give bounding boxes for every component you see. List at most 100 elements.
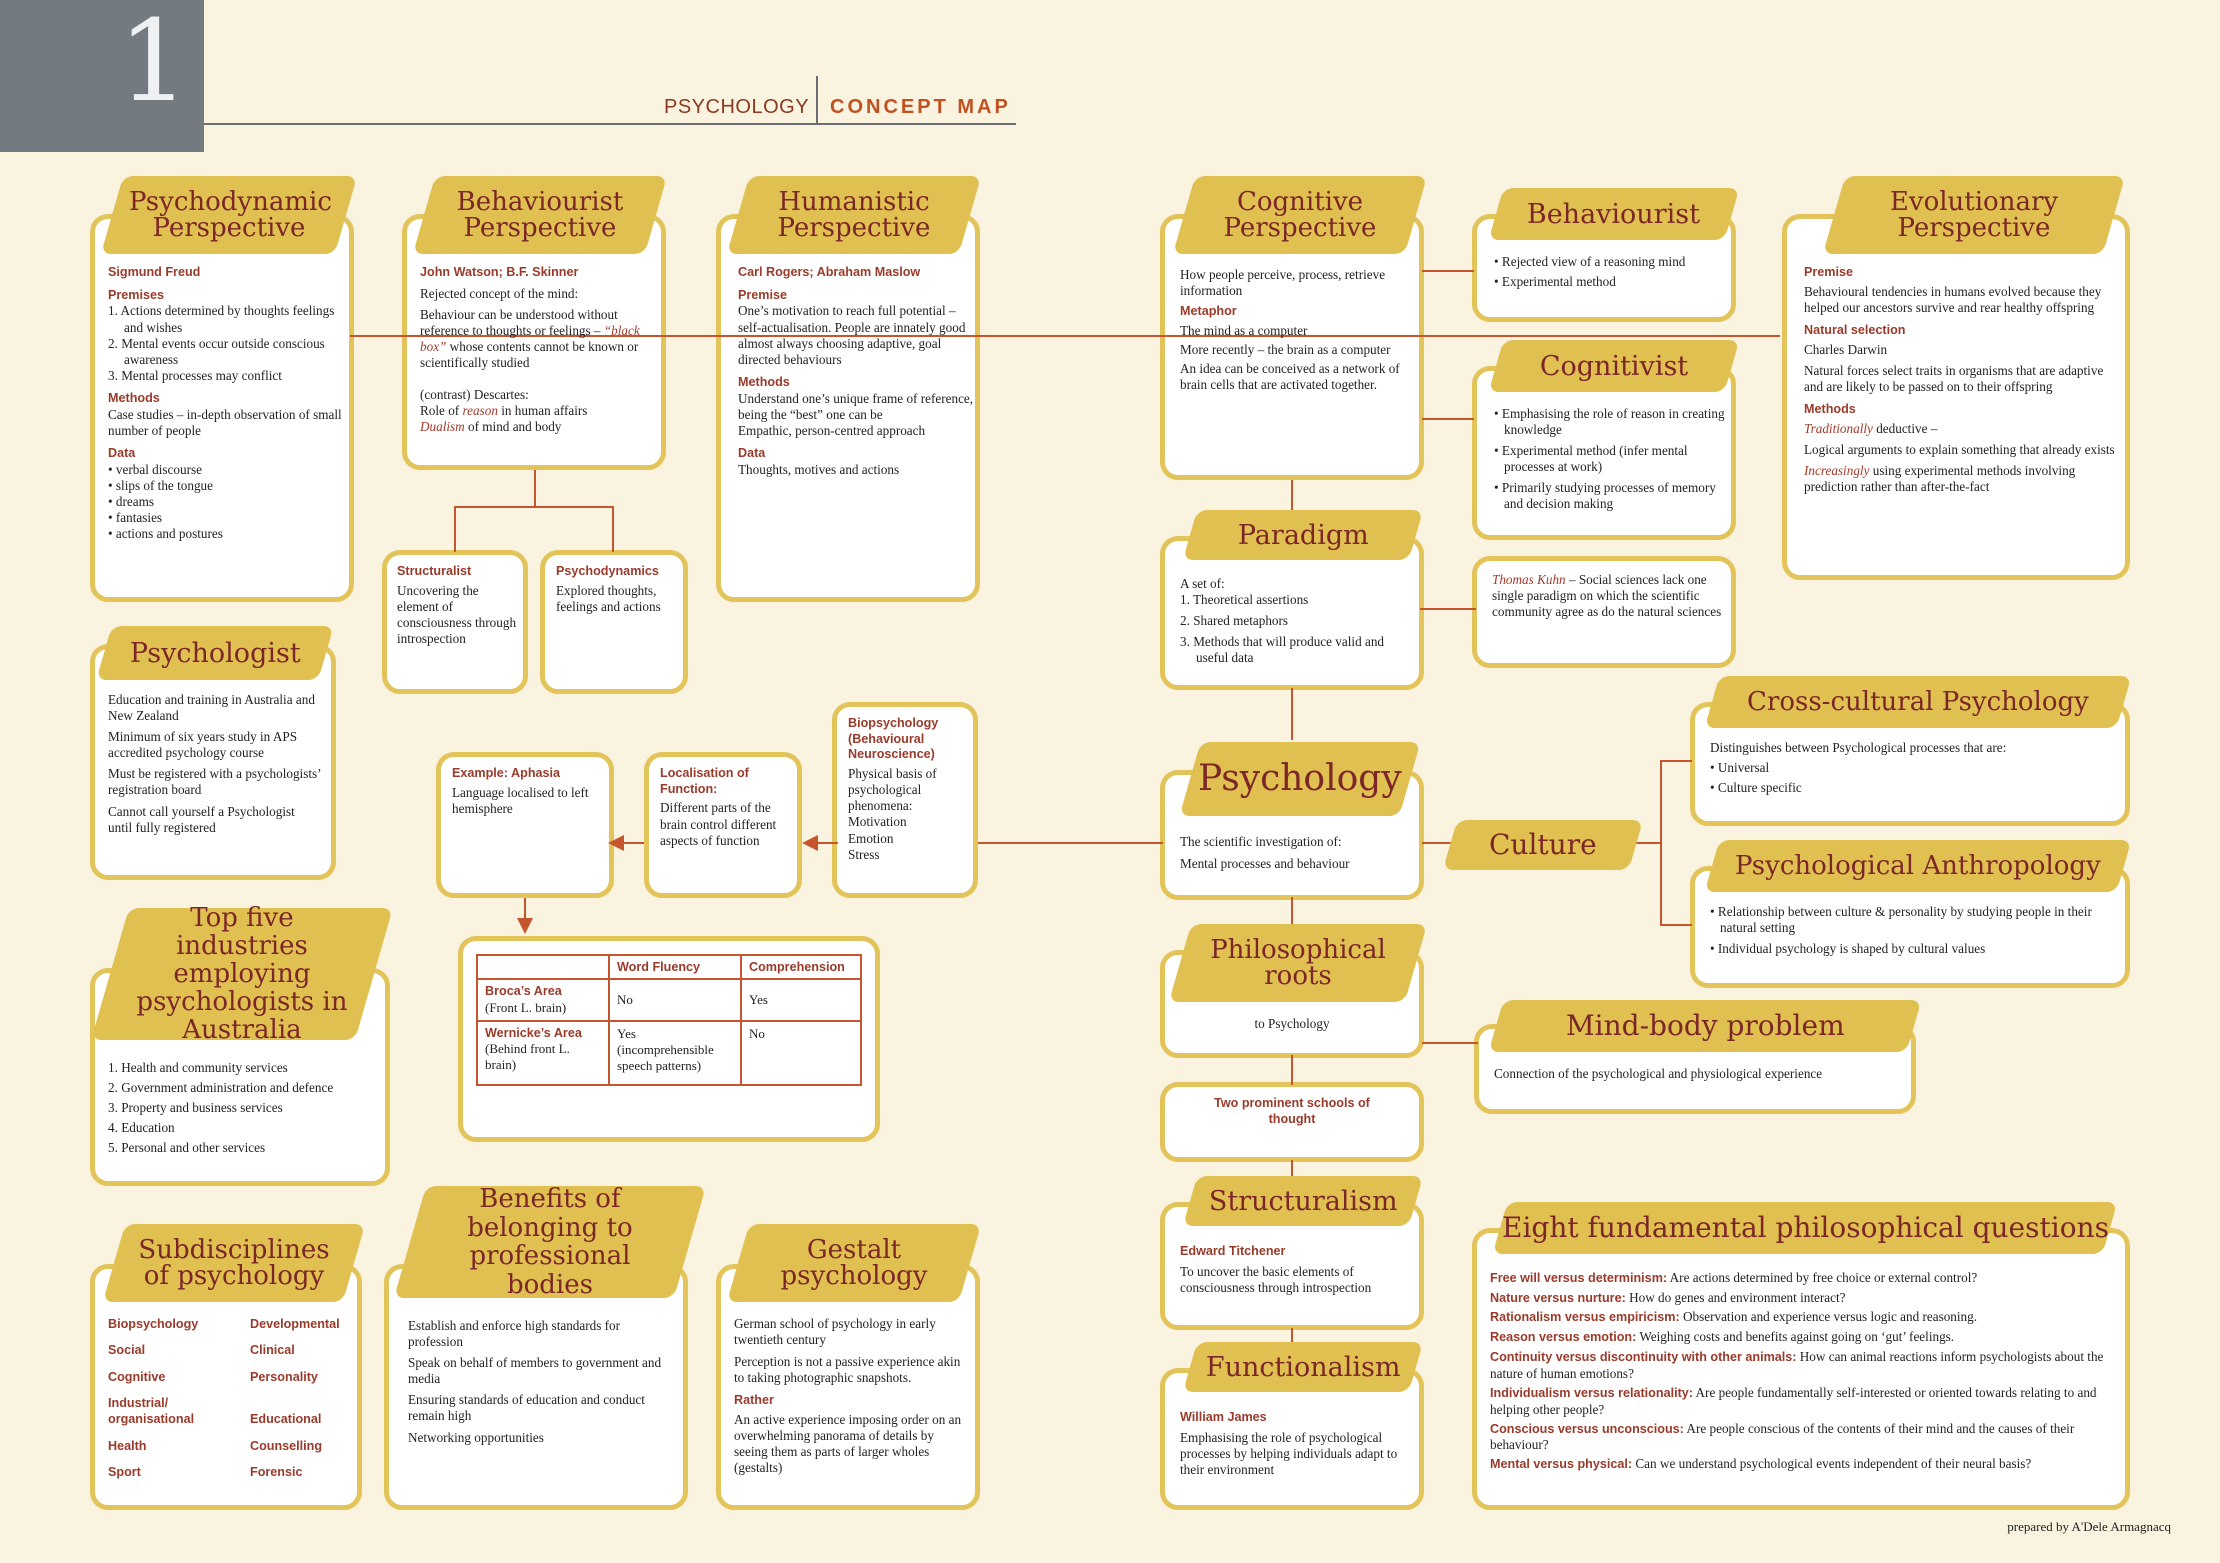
connector bbox=[612, 506, 614, 552]
benefit-item: Networking opportunities bbox=[408, 1429, 544, 1445]
philosophical-title: Philosophical roots bbox=[1168, 924, 1428, 1002]
cognitivist-item: • Experimental method (infer mental proc… bbox=[1494, 443, 1688, 475]
metaphor-text: An idea can be conceived as a network of… bbox=[1180, 361, 1400, 393]
cross-cultural-content: Distinguishes between Psychological proc… bbox=[1710, 740, 2114, 796]
structuralism-title: Structuralism bbox=[1182, 1176, 1424, 1226]
connector bbox=[1291, 480, 1293, 512]
kuhn-box bbox=[1472, 556, 1736, 668]
premise-heading: Premise bbox=[1804, 265, 1854, 279]
premise-text: Behavioural tendencies in humans evolved… bbox=[1804, 283, 2102, 315]
gestalt-title: Gestalt psychology bbox=[726, 1224, 982, 1302]
behaviourist-perspective-box bbox=[402, 214, 666, 470]
behaviourist-content: • Rejected view of a reasoning mind • Ex… bbox=[1494, 254, 1728, 290]
anthropology-item: • Relationship between culture & persona… bbox=[1710, 904, 2092, 936]
biopsychology-text: Physical basis of psychological phenomen… bbox=[848, 766, 937, 814]
map-label: CONCEPT MAP bbox=[830, 96, 1011, 118]
psychologist-title: Psychologist bbox=[96, 626, 334, 680]
psychodynamics-text: Explored thoughts, feelings and actions bbox=[556, 582, 661, 614]
connector bbox=[1660, 760, 1692, 762]
connector bbox=[1291, 688, 1293, 740]
connector bbox=[454, 506, 456, 552]
kuhn-content: Thomas Kuhn – Social sciences lack one s… bbox=[1492, 572, 1724, 620]
mind-body-title: Mind-body problem bbox=[1488, 1000, 1922, 1052]
eight-questions-content: Free will versus determinism: Are action… bbox=[1490, 1270, 2114, 1473]
data-item: • verbal discourse bbox=[108, 461, 202, 477]
psychologist-item: Minimum of six years study in APS accred… bbox=[108, 729, 298, 761]
question-item: Rationalism versus empiricism: Observati… bbox=[1490, 1309, 1978, 1325]
psychodynamics-box bbox=[540, 550, 688, 694]
connector bbox=[1422, 1042, 1478, 1044]
evolutionary-box bbox=[1782, 214, 2130, 580]
schools-text: Two prominent schools of thought bbox=[1214, 1096, 1370, 1126]
benefits-title: Benefits of belonging to professional bo… bbox=[393, 1184, 707, 1300]
psychology-title: Psychology bbox=[1179, 742, 1421, 816]
reason-text: Role of reason in human affairs bbox=[420, 403, 588, 419]
methods-heading: Methods bbox=[108, 390, 160, 405]
connector bbox=[524, 898, 526, 920]
mind-body-content: Connection of the psychological and phys… bbox=[1494, 1066, 1894, 1082]
subdiscipline-item: Health bbox=[108, 1438, 147, 1453]
biopsychology-item: Emotion bbox=[848, 830, 894, 846]
arrow-head bbox=[608, 835, 624, 851]
subdiscipline-item: Clinical bbox=[250, 1343, 295, 1358]
behaviourist-item: • Rejected view of a reasoning mind bbox=[1494, 254, 1686, 269]
biopsychology-content: Biopsychology (Behavioural Neuroscience)… bbox=[848, 716, 970, 863]
behaviourist-text: Rejected concept of the mind: bbox=[420, 285, 579, 301]
connector bbox=[1291, 1055, 1293, 1085]
black-box-text: Behaviour can be understood without refe… bbox=[420, 306, 640, 371]
subject-label: PSYCHOLOGY bbox=[664, 96, 810, 118]
table-row: Broca’s Area(Front L. brain) No Yes bbox=[476, 978, 862, 1022]
connector bbox=[454, 506, 614, 508]
methods-text: Logical arguments to explain something t… bbox=[1804, 441, 2115, 457]
methods-heading: Methods bbox=[1804, 401, 1856, 416]
cross-cultural-intro: Distinguishes between Psychological proc… bbox=[1710, 740, 2007, 755]
structuralism-person: Edward Titchener bbox=[1180, 1244, 1286, 1258]
subdiscipline-item: Sport bbox=[108, 1465, 141, 1480]
question-item: Individualism versus relationality: Are … bbox=[1490, 1384, 2097, 1417]
behaviourist-people: John Watson; B.F. Skinner bbox=[420, 265, 579, 279]
psychology-definition: Mental processes and behaviour bbox=[1180, 856, 1350, 872]
biopsychology-heading: Biopsychology (Behavioural Neuroscience) bbox=[848, 716, 939, 762]
question-item: Mental versus physical: Can we understan… bbox=[1490, 1456, 2032, 1472]
structuralism-content: Edward Titchener To uncover the basic el… bbox=[1180, 1244, 1412, 1296]
culture-title: Culture bbox=[1442, 820, 1644, 870]
gestalt-content: German school of psychology in early twe… bbox=[734, 1316, 966, 1476]
column-header: Word Fluency bbox=[608, 954, 742, 980]
cognitive-title: Cognitive Perspective bbox=[1172, 176, 1428, 254]
cognitivist-content: • Emphasising the role of reason in crea… bbox=[1494, 406, 1728, 513]
table-row: Wernicke’s Area(Behind front L. brain) Y… bbox=[476, 1019, 862, 1086]
philosophical-content: to Psychology bbox=[1170, 1016, 1414, 1032]
subdiscipline-item: Counselling bbox=[250, 1438, 323, 1453]
psychodynamics-content: Psychodynamics Explored thoughts, feelin… bbox=[556, 564, 676, 615]
chapter-number: 1 bbox=[118, 0, 190, 127]
premise-2: 2. Mental events occur outside conscious… bbox=[108, 335, 325, 367]
chapter-tab bbox=[0, 0, 204, 152]
structuralism-text: To uncover the basic elements of conscio… bbox=[1180, 1263, 1372, 1295]
humanistic-content: Carl Rogers; Abraham Maslow Premise One’… bbox=[738, 265, 974, 478]
industry-item: 4. Education bbox=[108, 1120, 175, 1136]
biopsychology-box bbox=[832, 702, 978, 898]
data-item: • slips of the tongue bbox=[108, 477, 213, 493]
premises-heading: Premises bbox=[108, 287, 165, 302]
methods-text: Traditionally deductive – bbox=[1804, 420, 1938, 436]
column-header: Comprehension bbox=[740, 954, 862, 980]
subdisciplines-box bbox=[90, 1264, 362, 1510]
structuralist-content: Structuralist Uncovering the element of … bbox=[397, 564, 517, 647]
connector bbox=[534, 470, 536, 508]
functionalism-person: William James bbox=[1180, 1410, 1267, 1424]
cross-cultural-title: Cross-cultural Psychology bbox=[1704, 676, 2132, 728]
mind-body-text: Connection of the psychological and phys… bbox=[1494, 1066, 1823, 1081]
cognitive-box bbox=[1160, 214, 1424, 480]
schools-box bbox=[1160, 1082, 1424, 1162]
cross-cultural-item: • Culture specific bbox=[1710, 780, 1802, 796]
cognitivist-item: • Emphasising the role of reason in crea… bbox=[1494, 406, 1725, 438]
functionalism-text: Emphasising the role of psychological pr… bbox=[1180, 1429, 1398, 1477]
paradigm-item: 1. Theoretical assertions bbox=[1180, 592, 1309, 608]
natural-selection-text: Natural forces select traits in organism… bbox=[1804, 362, 2104, 394]
methods-text: Increasingly using experimental methods … bbox=[1804, 462, 2076, 494]
benefit-item: Speak on behalf of members to government… bbox=[408, 1355, 662, 1387]
aphasia-content: Example: Aphasia Language localised to l… bbox=[452, 766, 602, 817]
psychologist-item: Education and training in Australia and … bbox=[108, 692, 315, 724]
anthropology-title: Psychological Anthropology bbox=[1704, 840, 2132, 892]
premise-text: One’s motivation to reach full potential… bbox=[738, 303, 966, 367]
